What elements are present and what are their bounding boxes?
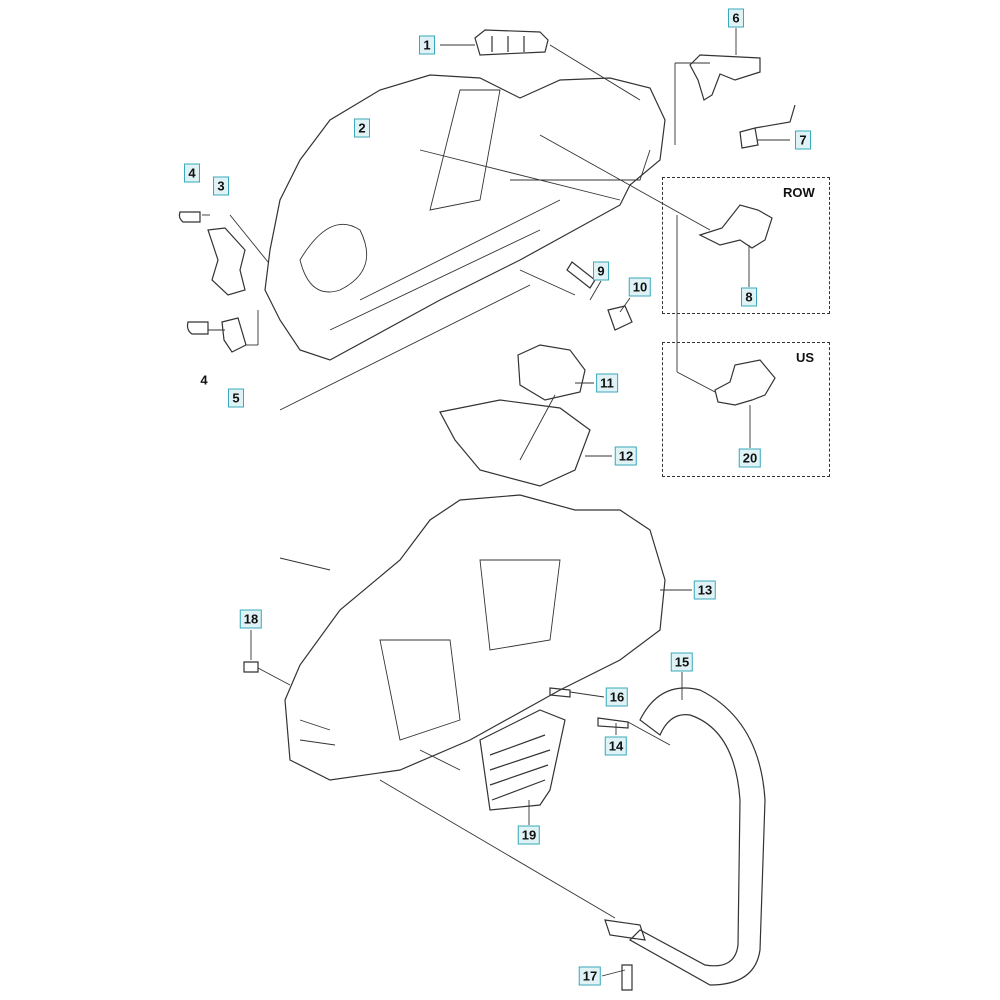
callout-11[interactable]: 11 [596, 373, 618, 393]
part-2-upper-housing [264, 74, 666, 361]
part-15-front-handle [629, 687, 766, 986]
callout-20[interactable]: 20 [738, 448, 762, 468]
part-11-filter [517, 344, 586, 401]
part-5-spacer [221, 317, 247, 353]
part-17-clamp [604, 919, 646, 991]
part-4-screw-bottom [186, 321, 209, 335]
callout-14[interactable]: 14 [604, 736, 628, 756]
callout-19[interactable]: 19 [517, 825, 541, 845]
callout-18[interactable]: 18 [239, 609, 263, 629]
variant-box-us [662, 342, 830, 477]
callout-12[interactable]: 12 [614, 446, 638, 466]
part-14-screw [597, 717, 629, 729]
callout-15[interactable]: 15 [670, 652, 694, 672]
callout-9[interactable]: 9 [593, 261, 609, 281]
callout-13[interactable]: 13 [693, 580, 717, 600]
callout-4-bottom[interactable]: 4 [200, 372, 208, 388]
part-8-trigger [698, 204, 773, 249]
part-18-screw [243, 661, 259, 673]
part-7-spring [739, 104, 796, 149]
part-12-cover [439, 399, 591, 487]
callout-17[interactable]: 17 [578, 966, 602, 986]
callout-6[interactable]: 6 [728, 8, 744, 28]
part-6-lever [689, 54, 761, 101]
leader-lines [202, 28, 790, 977]
variant-title-row: ROW [783, 185, 815, 200]
callout-4-top[interactable]: 4 [184, 163, 200, 183]
part-4-screw-top [178, 211, 201, 223]
part-1-bracket [474, 29, 549, 56]
part-19-grille [479, 709, 566, 811]
callout-10[interactable]: 10 [628, 277, 652, 297]
callout-1[interactable]: 1 [419, 35, 435, 55]
variant-box-row [662, 177, 830, 314]
part-20-trigger [714, 359, 776, 406]
callout-3[interactable]: 3 [213, 176, 229, 196]
variant-title-us: US [796, 350, 815, 365]
callout-5[interactable]: 5 [228, 388, 244, 408]
part-16-screw [549, 687, 571, 698]
callout-16[interactable]: 16 [605, 687, 629, 707]
callout-7[interactable]: 7 [795, 130, 811, 150]
part-10-button [607, 305, 633, 331]
callout-8[interactable]: 8 [741, 287, 757, 307]
callout-2[interactable]: 2 [354, 118, 370, 138]
part-13-lower-housing [284, 494, 666, 781]
part-3-plate [207, 227, 246, 296]
part-9-spring [566, 261, 596, 289]
